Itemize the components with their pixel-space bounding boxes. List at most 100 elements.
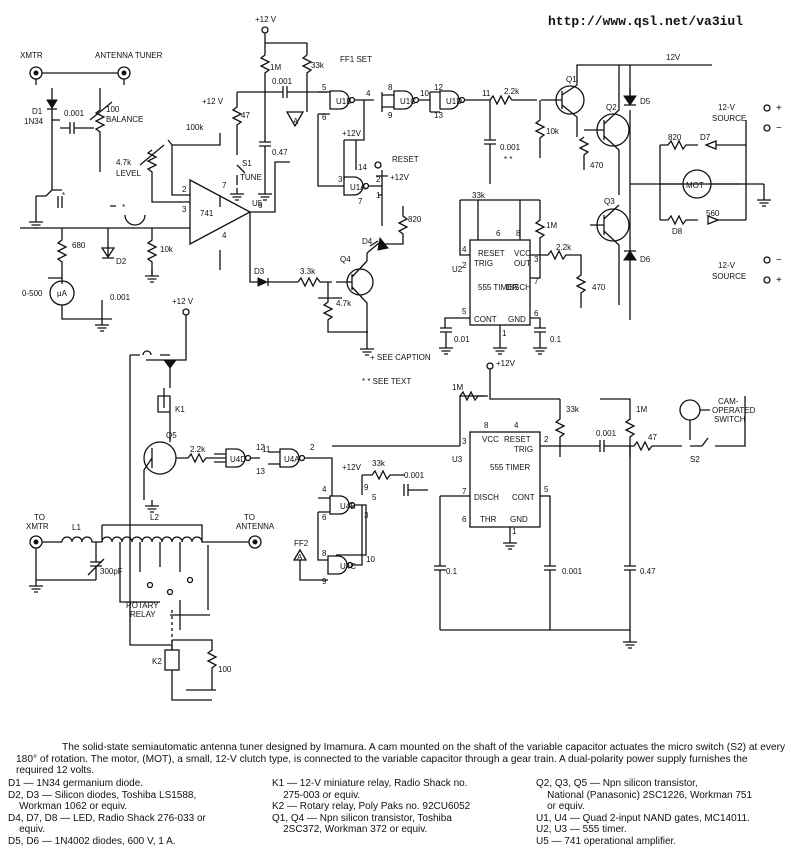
jack-to-xmtr bbox=[29, 535, 43, 549]
pin-u1a-1: 1 bbox=[376, 191, 381, 200]
lbl-c001a: 0.001 bbox=[64, 109, 85, 118]
lbl-c0001f: 0.001 bbox=[596, 429, 617, 438]
pin-u2-7: 7 bbox=[534, 277, 539, 286]
lbl-r1m-d: 1M bbox=[636, 405, 647, 414]
lbl-d4: D4 bbox=[362, 237, 373, 246]
pin-u1c-8: 8 bbox=[388, 83, 393, 92]
pin-u3-4: 4 bbox=[514, 421, 519, 430]
lbl-u2: U2 bbox=[452, 265, 463, 274]
lbl-r33k-d: 33k bbox=[566, 405, 580, 414]
lbl-c001c: 0.001 bbox=[272, 77, 293, 86]
lbl-c001d: 0.001 bbox=[500, 143, 521, 152]
parts-line: D5, D6 — 1N4002 diodes, 600 V, 1 A. bbox=[8, 835, 176, 847]
lbl-l1: L1 bbox=[72, 523, 81, 532]
lbl-r47k: 4.7k bbox=[336, 299, 352, 308]
parts-line: D2, D3 — Silicon diodes, Toshiba LS1588, bbox=[8, 789, 197, 801]
pin-u4b-3: 3 bbox=[364, 511, 369, 520]
lbl-r33k-e: 33k bbox=[372, 459, 386, 468]
lbl-source-a: SOURCE bbox=[712, 114, 746, 123]
parts-line: or equiv. bbox=[536, 801, 585, 813]
lbl-r10k-b: 10k bbox=[546, 127, 560, 136]
parts-line: K1 — 12-V miniature relay, Radio Shack n… bbox=[272, 778, 468, 789]
lbl-u3-trig: TRIG bbox=[514, 445, 533, 454]
pin-u4d-12: 12 bbox=[256, 443, 265, 452]
pin-u3-1: 1 bbox=[512, 527, 517, 536]
lbl-d1-part: 1N34 bbox=[24, 117, 44, 126]
pin-u1a-2: 2 bbox=[376, 175, 381, 184]
lbl-r820a: 820 bbox=[408, 215, 422, 224]
pin-u4b-4: 4 bbox=[322, 485, 327, 494]
parts-line: U5 — 741 operational amplifier. bbox=[536, 835, 677, 847]
lbl-u1d: U1D bbox=[446, 97, 462, 106]
lbl-r33k-b: 3.3k bbox=[300, 267, 316, 276]
pin-u1b-5: 5 bbox=[322, 83, 327, 92]
lbl-a-flag-2: A bbox=[297, 553, 303, 562]
pin-u1c-9: 9 bbox=[388, 111, 393, 120]
pin-u1b-6: 6 bbox=[322, 113, 327, 122]
transistor-q5 bbox=[143, 441, 177, 475]
parts-line: 2SC372, Workman 372 or equiv. bbox=[272, 824, 428, 836]
lbl-r10k-a: 10k bbox=[160, 245, 174, 254]
lbl-d3: D3 bbox=[254, 267, 265, 276]
lbl-u2-gnd: GND bbox=[508, 315, 526, 324]
jack-to-antenna bbox=[248, 535, 262, 549]
pin-u2-4: 4 bbox=[462, 245, 467, 254]
lbl-r470b: 470 bbox=[592, 283, 606, 292]
lbl-a-flag: A bbox=[293, 117, 299, 126]
parts-line: K2 — Rotary relay, Poly Paks no. 92CU605… bbox=[272, 801, 471, 813]
lbl-u1c: U1C bbox=[400, 97, 416, 106]
jack-xmtr-top bbox=[29, 66, 43, 80]
lbl-minus-b: − bbox=[776, 255, 782, 266]
pin-u2-6b: 6 bbox=[534, 309, 539, 318]
pin-u4c-10: 10 bbox=[366, 555, 375, 564]
pin-u1a-7: 7 bbox=[358, 197, 363, 206]
lbl-u4b: U4B bbox=[340, 502, 356, 511]
lbl-plus-b: + bbox=[776, 275, 782, 286]
lbl-u3-cont: CONT bbox=[512, 493, 535, 502]
lbl-q2: Q2 bbox=[606, 103, 617, 112]
parts-line: U1, U4 — Quad 2-input NAND gates, MC1401… bbox=[536, 812, 750, 824]
pin-u4c-8: 8 bbox=[322, 549, 327, 558]
lbl-r100k: 100k bbox=[186, 123, 204, 132]
parts-line: Q2, Q3, Q5 — Npn silicon transistor, bbox=[536, 778, 698, 789]
pin-u4a-2: 2 bbox=[310, 443, 315, 452]
lbl-u1a: U1A bbox=[350, 183, 366, 192]
lbl-r560: 560 bbox=[706, 209, 720, 218]
lbl-ff2: FF2 bbox=[294, 539, 309, 548]
parts-line: Workman 1062 or equiv. bbox=[8, 801, 128, 813]
lbl-plus12-a: +12 V bbox=[202, 97, 224, 106]
lbl-plus12-b: +12V bbox=[342, 129, 362, 138]
lbl-level: LEVEL bbox=[116, 169, 141, 178]
pin-u3-5: 5 bbox=[544, 485, 549, 494]
lbl-c047a: 0.47 bbox=[272, 148, 288, 157]
lbl-c01a: 0.1 bbox=[550, 335, 562, 344]
lbl-meter-range: 0-500 bbox=[22, 289, 43, 298]
lbl-u2-vcc: VCC bbox=[514, 249, 531, 258]
schematic-diagram: XMTR ANTENNA TUNER D1 1N34 0.001 100 BAL… bbox=[20, 15, 782, 701]
lbl-d8: D8 bbox=[672, 227, 683, 236]
lbl-ff1: FF1 SET bbox=[340, 55, 372, 64]
lbl-u3-reset: RESET bbox=[504, 435, 531, 444]
parts-line: D1 — 1N34 germanium diode. bbox=[8, 778, 144, 789]
lbl-r22k-b: 2.2k bbox=[556, 243, 572, 252]
parts-list-col1: D1 — 1N34 germanium diode. D2, D3 — Sili… bbox=[8, 778, 206, 848]
pin-u3-2: 2 bbox=[544, 435, 549, 444]
lbl-u3: U3 bbox=[452, 455, 463, 464]
lbl-balance: BALANCE bbox=[106, 115, 143, 124]
lbl-see-text: * * SEE TEXT bbox=[362, 377, 411, 386]
cam-icon bbox=[679, 399, 701, 421]
lbl-star-b: * bbox=[122, 203, 125, 212]
pin-u5-7: 7 bbox=[222, 181, 227, 190]
lbl-source-b: SOURCE bbox=[712, 272, 746, 281]
lbl-dstar: * * bbox=[504, 155, 512, 164]
lbl-u1b: U1B bbox=[336, 97, 352, 106]
lbl-s2: S2 bbox=[690, 455, 700, 464]
pin-u5-6: 6 bbox=[258, 201, 263, 210]
pin-u4d-11: 11 bbox=[262, 445, 271, 454]
lbl-u3-vcc: VCC bbox=[482, 435, 499, 444]
lbl-reset: RESET bbox=[392, 155, 419, 164]
lbl-u4c: U4C bbox=[340, 562, 356, 571]
lbl-u3-timer: 555 TIMER bbox=[490, 463, 531, 472]
